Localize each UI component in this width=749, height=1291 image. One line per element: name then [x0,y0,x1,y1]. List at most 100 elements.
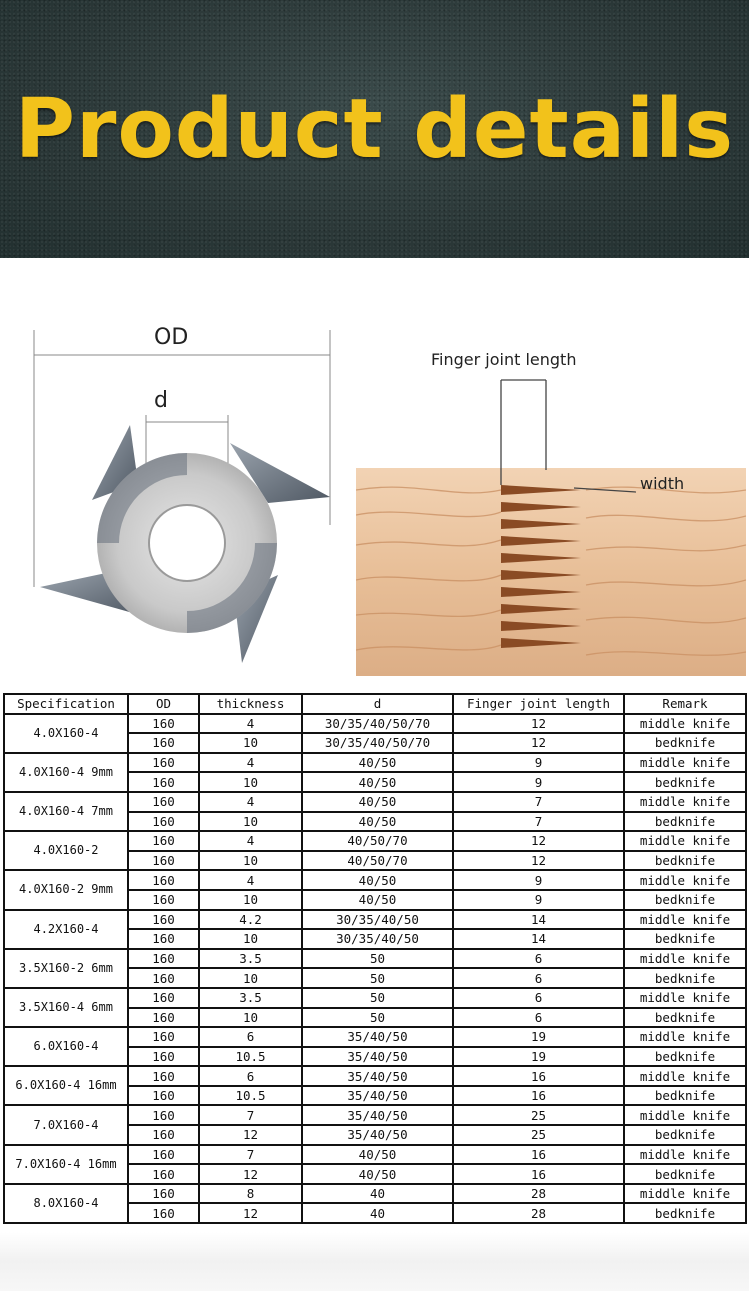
column-header: Specification [3,693,129,715]
table-cell: 160 [127,1045,200,1068]
table-cell: 30/35/40/50 [301,908,454,931]
table-cell: 160 [127,1163,200,1185]
table-cell: 40/50 [301,888,454,911]
table-cell: 12 [452,830,625,852]
table-cell: 160 [127,712,200,735]
table-cell: 10 [198,1006,303,1029]
table-cell: 12 [198,1202,303,1225]
table-cell: 160 [127,751,200,774]
table-cell: 160 [127,869,200,891]
table-cell: 40/50 [301,790,454,813]
table-cell: 14 [452,908,625,931]
table-cell: 35/40/50 [301,1124,454,1146]
table-cell: 160 [127,810,200,833]
table-cell: 40/50/70 [301,830,454,852]
finger-joint-length-label: Finger joint length [431,350,577,369]
table-cell: 160 [127,1084,200,1107]
d-label: d [154,388,168,413]
table-cell: middle knife [623,1065,747,1087]
spec-cell: 7.0X160-4 [3,1104,129,1146]
table-cell: 35/40/50 [301,1045,454,1068]
table-cell: 14 [452,928,625,950]
table-cell: 19 [452,1026,625,1048]
table-cell: middle knife [623,830,747,852]
table-cell: 28 [452,1182,625,1205]
page-title: Product details [14,82,735,177]
table-cell: 40/50 [301,869,454,891]
table-cell: 160 [127,1124,200,1146]
table-cell: 10.5 [198,1084,303,1107]
table-cell: bedknife [623,967,747,989]
table-cell: 25 [452,1124,625,1146]
table-cell: 9 [452,771,625,793]
table-cell: 160 [127,830,200,852]
table-cell: 16 [452,1065,625,1087]
table-cell: 3.5 [198,947,303,970]
table-cell: 40 [301,1202,454,1225]
table-cell: 3.5 [198,986,303,1009]
column-header: Remark [623,693,747,715]
table-cell: 25 [452,1104,625,1127]
table-cell: 19 [452,1045,625,1068]
table-cell: middle knife [623,908,747,931]
spec-cell: 4.0X160-4 9mm [3,751,129,793]
table-cell: 4 [198,790,303,813]
table-cell: 9 [452,888,625,911]
table-cell: bedknife [623,1084,747,1107]
table-cell: 10 [198,967,303,989]
cutter-diagram: OD d [30,325,340,675]
table-cell: 4 [198,869,303,891]
table-cell: 160 [127,888,200,911]
table-cell: 7 [198,1143,303,1166]
table-cell: 50 [301,967,454,989]
table-cell: bedknife [623,888,747,911]
table-cell: 10 [198,732,303,754]
table-cell: 10 [198,888,303,911]
width-label: width [640,474,685,493]
column-header: OD [127,693,200,715]
table-cell: 6 [452,1006,625,1029]
table-cell: 10 [198,771,303,793]
table-cell: 160 [127,771,200,793]
table-cell: 160 [127,1182,200,1205]
table-cell: bedknife [623,771,747,793]
column-header: Finger joint length [452,693,625,715]
table-header-row: Specification OD thickness d Finger join… [3,693,747,715]
table-cell: 10.5 [198,1045,303,1068]
table-cell: 160 [127,1026,200,1048]
table-cell: 35/40/50 [301,1104,454,1127]
table-cell: 7 [198,1104,303,1127]
table-cell: 10 [198,928,303,950]
finger-joint-drawing [355,379,747,676]
table-cell: 40/50 [301,771,454,793]
spec-cell: 4.2X160-4 [3,908,129,950]
table-cell: bedknife [623,1045,747,1068]
table-cell: bedknife [623,1006,747,1029]
table-cell: 6 [198,1065,303,1087]
table-cell: 160 [127,1006,200,1029]
table-cell: 40/50 [301,1143,454,1166]
table-cell: 40/50/70 [301,849,454,872]
table-cell: 16 [452,1084,625,1107]
column-header: d [301,693,454,715]
table-cell: 40/50 [301,751,454,774]
table-cell: 4 [198,751,303,774]
table-cell: 28 [452,1202,625,1225]
table-cell: 160 [127,947,200,970]
table-cell: 8 [198,1182,303,1205]
table-cell: middle knife [623,712,747,735]
spec-cell: 4.0X160-4 7mm [3,790,129,833]
spec-cell: 4.0X160-2 [3,830,129,872]
spec-cell: 8.0X160-4 [3,1182,129,1225]
table-cell: 160 [127,1065,200,1087]
table-cell: middle knife [623,986,747,1009]
